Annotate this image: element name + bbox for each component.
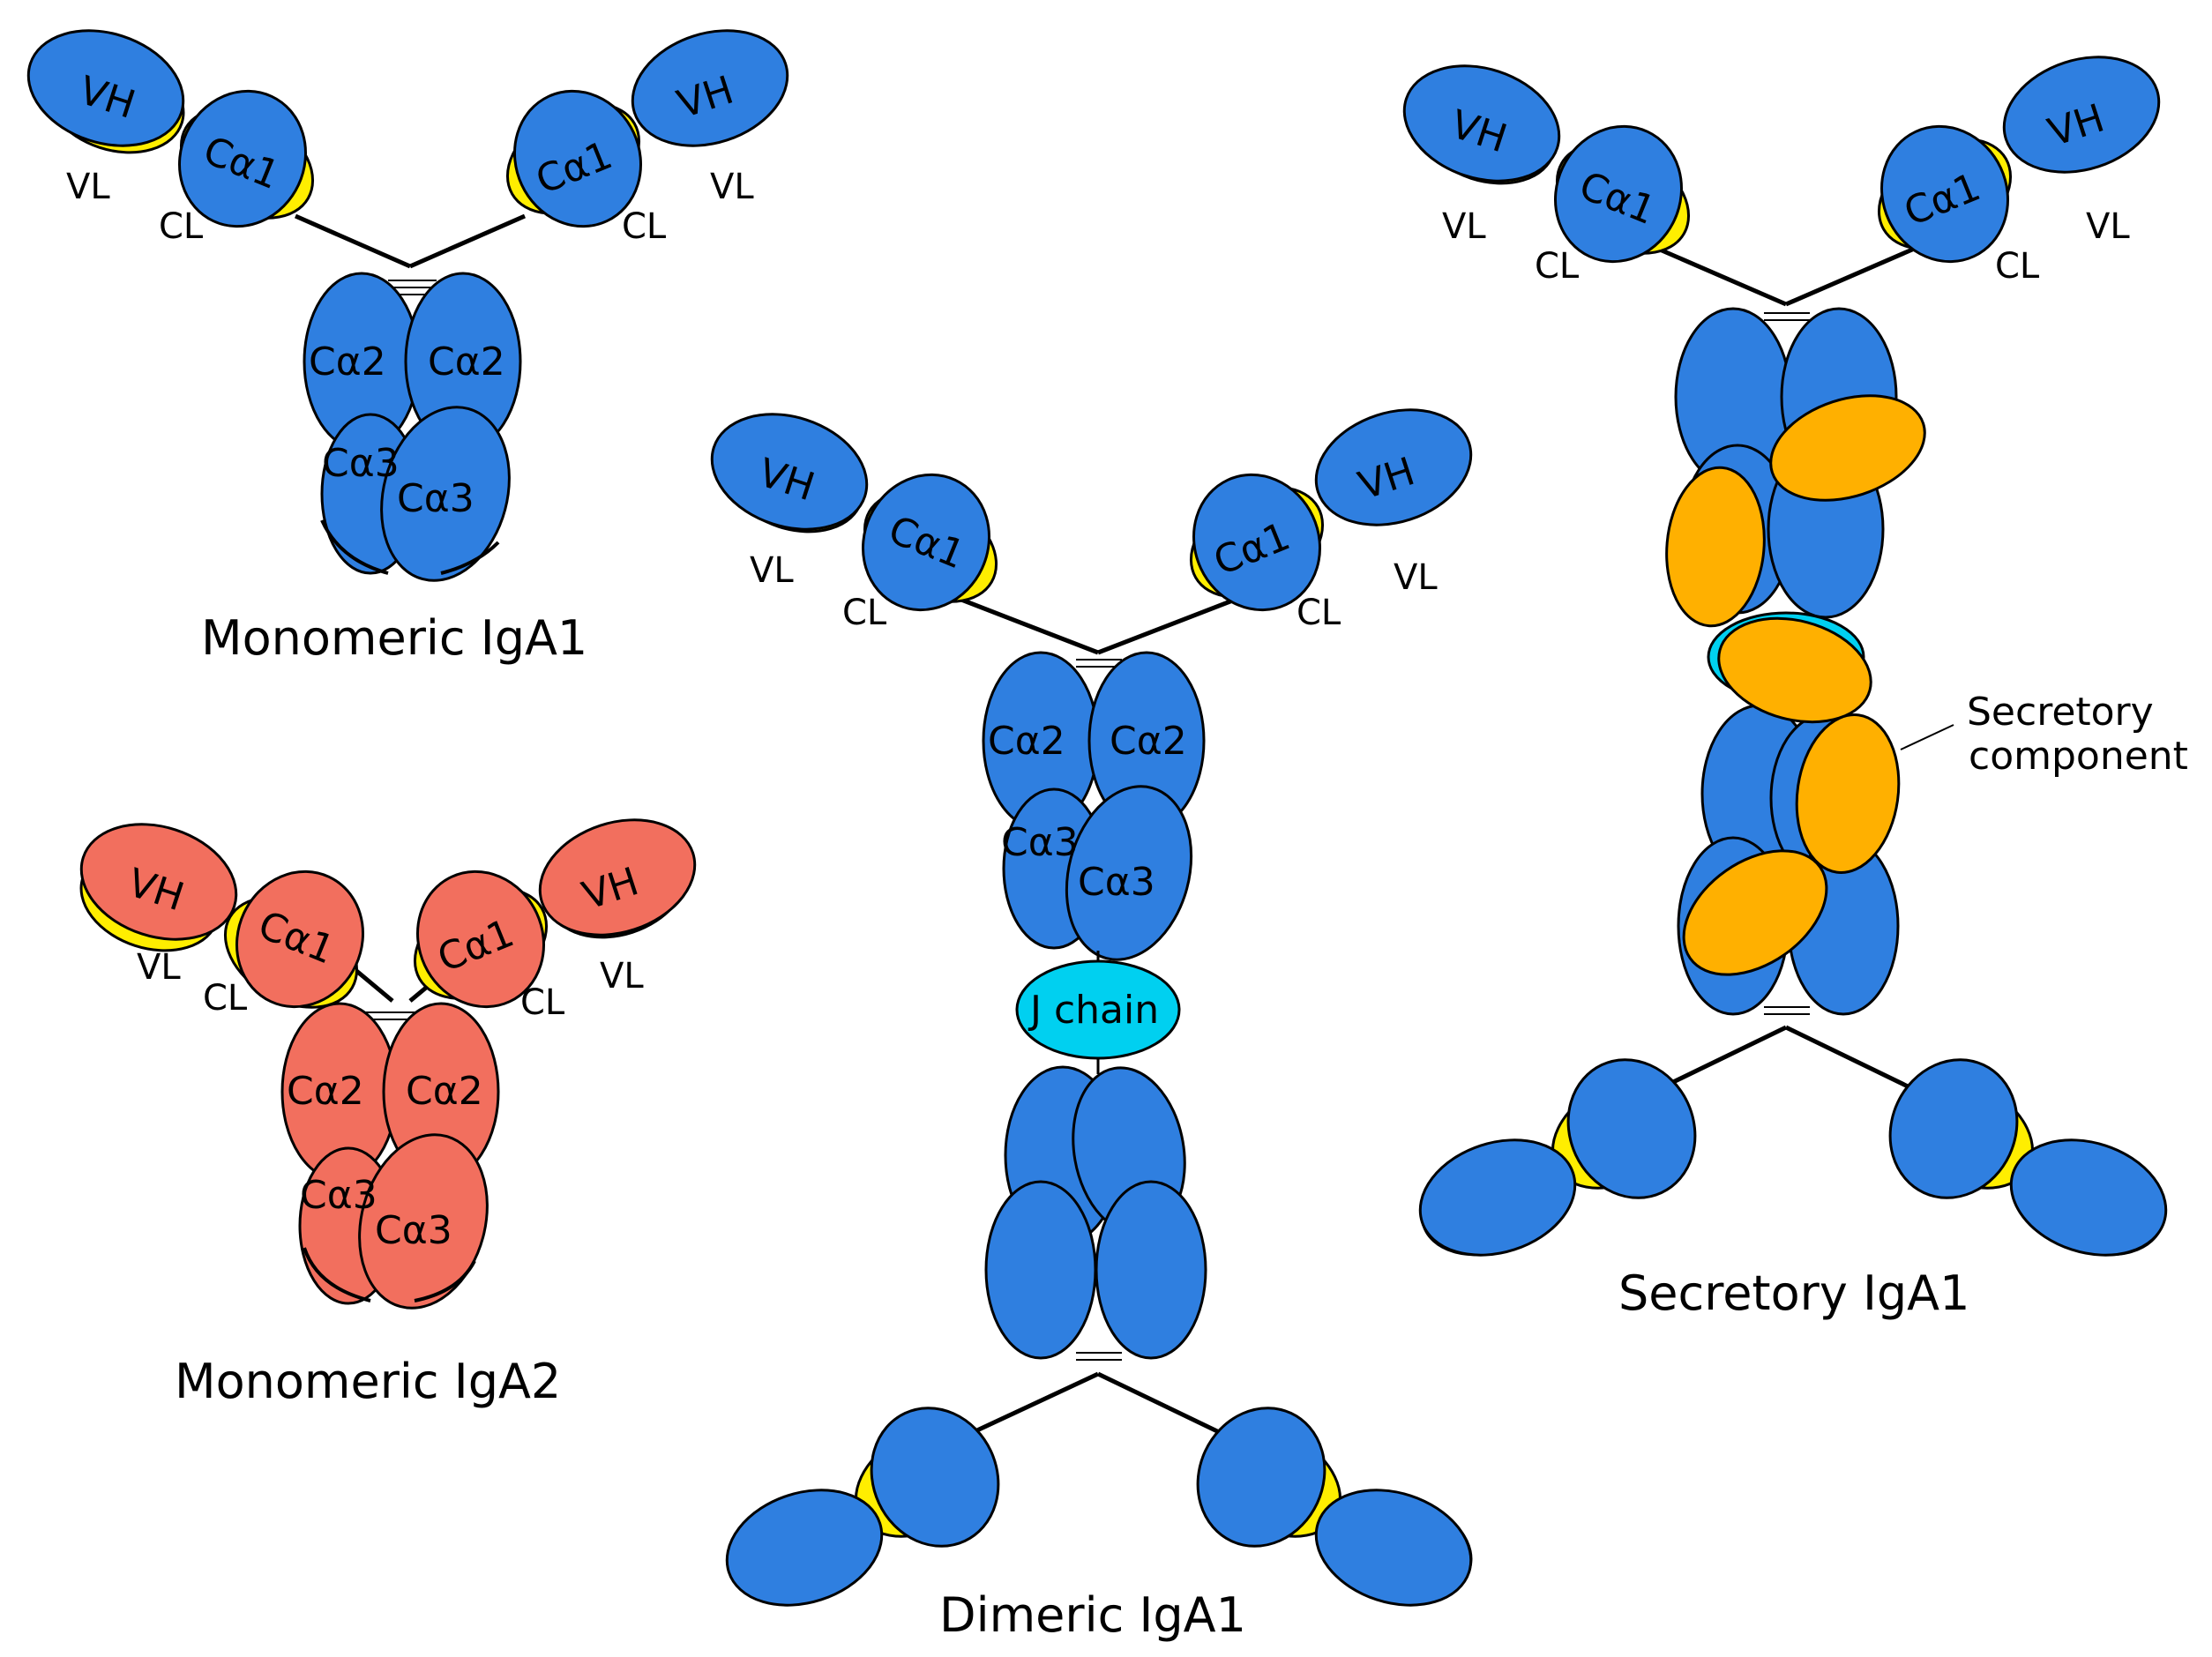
- hinge-line: [294, 213, 412, 269]
- caption-secretory-iga1: Secretory IgA1: [1618, 1265, 1969, 1321]
- vh-domain: [2002, 56, 2161, 174]
- ca2-label: Cα2: [309, 340, 386, 384]
- ca1-domain: [1880, 124, 2009, 264]
- ca1-domain: [1192, 473, 1321, 612]
- cl-label: CL: [1535, 246, 1580, 287]
- secretory-component-domain: [1682, 849, 1828, 976]
- ca1-domain: [1888, 1058, 2019, 1199]
- ca2-domain: [1095, 1180, 1207, 1360]
- ca2-label: Cα2: [428, 340, 505, 384]
- vh-domain: [710, 413, 869, 531]
- hinge-line: [1097, 597, 1236, 655]
- hinge-line: [960, 597, 1099, 655]
- secretory-component-domain: [1717, 616, 1872, 724]
- caption-dimeric-iga1: Dimeric IgA1: [939, 1587, 1246, 1643]
- vl-label: VL: [1442, 206, 1486, 247]
- cl-label: CL: [622, 206, 667, 247]
- vh-domain: [631, 29, 789, 147]
- ca3-label: Cα3: [397, 476, 475, 521]
- vh-domain: [1314, 1489, 1473, 1607]
- caption-monomeric-iga2: Monomeric IgA2: [175, 1354, 561, 1409]
- vl-label: VL: [1394, 557, 1438, 598]
- ca3-label: Cα3: [375, 1208, 452, 1253]
- monomeric-iga1: VH Cα1 VL CL VH Cα1 VL CL Cα2 Cα2 Cα3 Cα…: [26, 29, 789, 666]
- monomeric-iga2: VH Cα1 VL CL VH Cα1 VL CL Cα2 Cα2 Cα3 Cα…: [79, 818, 697, 1409]
- hinge-line: [1785, 244, 1919, 307]
- tail-piece: [303, 1247, 371, 1302]
- vh-domain: [725, 1489, 884, 1607]
- vh-domain: [1314, 408, 1473, 526]
- disulfide-bridge: [1076, 1352, 1122, 1361]
- cl-label: CL: [1995, 246, 2040, 287]
- tail-piece: [320, 519, 389, 575]
- ca2-label: Cα2: [988, 719, 1065, 764]
- ca1-domain: [1554, 124, 1683, 264]
- secretory-iga1: VH Cα1 VL CL VH Cα1 VL CL Secretory comp…: [1402, 56, 2188, 1321]
- vh-domain: [26, 29, 185, 147]
- callout-leader-line: [1900, 724, 1954, 750]
- vl-label: VL: [600, 956, 644, 996]
- vl-label: VL: [66, 167, 110, 207]
- disulfide-bridge: [1764, 312, 1810, 321]
- secretory-component-domain: [1769, 394, 1926, 502]
- ca3-label: Cα3: [322, 441, 400, 486]
- secretory-component-label: Secretory: [1967, 690, 2154, 735]
- hinge-line: [1653, 244, 1787, 307]
- vh-domain: [1418, 1138, 1577, 1257]
- vl-label: VL: [750, 550, 794, 591]
- j-chain-label: J chain: [1028, 988, 1159, 1033]
- vh-domain: [538, 818, 697, 937]
- vl-label: VL: [137, 947, 181, 988]
- tail-piece: [440, 541, 500, 575]
- hinge-line: [408, 213, 527, 269]
- ca2-label: Cα2: [287, 1069, 364, 1114]
- secretory-component-domain: [1665, 466, 1766, 628]
- cl-label: CL: [159, 206, 204, 247]
- disulfide-bridge: [1764, 1006, 1810, 1015]
- ca1-domain: [862, 473, 990, 612]
- cl-label: CL: [520, 982, 565, 1023]
- ca3-label: Cα3: [1078, 860, 1155, 905]
- ca3-label: Cα3: [1001, 820, 1079, 865]
- secretory-component-domain: [1795, 713, 1901, 874]
- ca1-domain: [1196, 1407, 1326, 1548]
- vl-label: VL: [710, 167, 754, 207]
- hinge-line: [1096, 1371, 1241, 1444]
- ca3-domain: [380, 406, 511, 582]
- vh-domain: [2009, 1138, 2168, 1257]
- ca3-domain: [1065, 785, 1193, 961]
- ca1-domain: [513, 89, 642, 228]
- ca3-domain: [358, 1133, 489, 1310]
- dimeric-iga1: VH Cα1 VL CL VH Cα1 VL CL Cα2 Cα2 Cα3 Cα…: [710, 408, 1473, 1643]
- ca3-label: Cα3: [300, 1173, 377, 1218]
- cl-label: CL: [1297, 593, 1341, 633]
- caption-monomeric-iga1: Monomeric IgA1: [201, 610, 587, 666]
- ca1-domain: [235, 870, 364, 1009]
- cl-label: CL: [842, 593, 887, 633]
- secretory-component-label: component: [1969, 734, 2188, 779]
- ca2-domain: [984, 1180, 1097, 1360]
- tail-piece: [414, 1260, 476, 1302]
- ca1-domain: [178, 89, 307, 228]
- vl-label: VL: [2086, 206, 2130, 247]
- cl-label: CL: [203, 978, 248, 1019]
- ca2-label: Cα2: [406, 1069, 483, 1114]
- ca1-domain: [870, 1407, 1000, 1548]
- ca1-domain: [416, 870, 545, 1009]
- ca2-label: Cα2: [1110, 719, 1187, 764]
- vh-domain: [79, 823, 238, 941]
- ca1-domain: [1566, 1058, 1697, 1199]
- vh-domain: [1402, 64, 1561, 183]
